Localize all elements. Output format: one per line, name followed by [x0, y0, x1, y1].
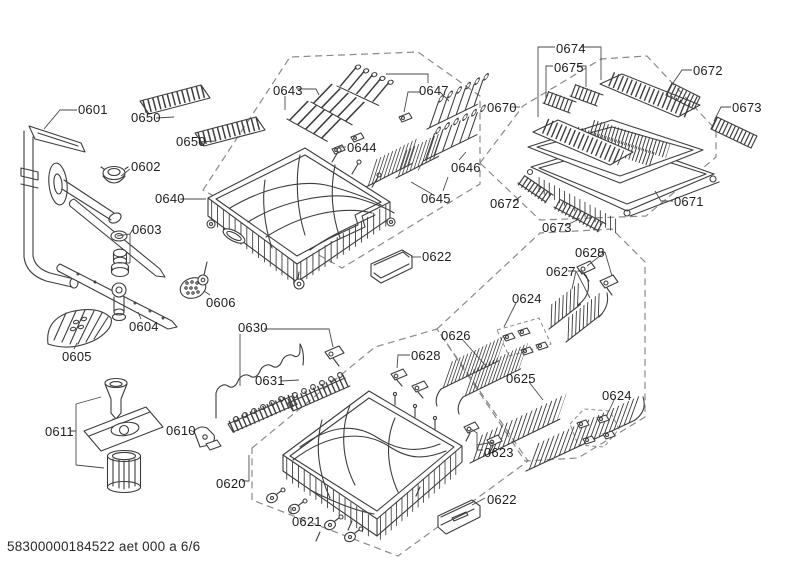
part-label-0645: 0645 — [421, 191, 451, 206]
part-0674-fold-shelves — [532, 72, 701, 166]
part-0620-lower-rack — [282, 390, 463, 542]
part-label-0628-left: 0628 — [411, 348, 441, 363]
part-label-0650-b: 0650 — [176, 134, 206, 149]
document-number: 58300000184522 aet 000 a 6/6 — [7, 539, 201, 554]
part-0675-small-racks — [542, 83, 604, 114]
part-0601-inlet-bracket — [20, 125, 86, 289]
part-label-0625: 0625 — [506, 371, 536, 386]
part-label-0604: 0604 — [129, 319, 159, 334]
clip-set-boundary-upper — [496, 317, 552, 357]
upper-rack-boundary — [202, 51, 481, 269]
cutlery-drawer-group — [517, 72, 758, 236]
part-0645-tine-rows — [365, 130, 446, 188]
part-0625-tine-rows — [469, 393, 645, 472]
leader-lines — [43, 46, 731, 514]
tine-group-boundary — [436, 228, 646, 462]
dashed-boundaries — [202, 51, 717, 557]
part-label-0606: 0606 — [206, 295, 236, 310]
part-0627-tine-rows — [548, 270, 609, 343]
part-0603-feed-tube-and-arm — [48, 162, 166, 278]
part-label-0672-left: 0672 — [490, 196, 520, 211]
part-label-0621: 0621 — [292, 514, 322, 529]
part-0672-strip-right — [665, 82, 701, 110]
part-label-0640: 0640 — [155, 191, 185, 206]
part-label-0603: 0603 — [132, 222, 162, 237]
part-label-0626: 0626 — [441, 328, 471, 343]
part-label-0673-right: 0673 — [732, 100, 762, 115]
clip-set-boundary-lower — [569, 408, 620, 448]
part-0650-strip-b — [194, 116, 266, 147]
lower-rack-boundary — [251, 328, 529, 557]
part-0640-upper-rack — [197, 147, 396, 290]
part-label-0611: 0611 — [45, 424, 74, 439]
part-0602-nozzle-cap — [100, 165, 129, 184]
part-label-0647: 0647 — [419, 83, 449, 98]
part-0673-strip-far-right — [710, 116, 758, 149]
upper-rack-group — [197, 64, 489, 290]
part-0643-tine-rows — [286, 83, 370, 142]
part-label-0605: 0605 — [62, 349, 92, 364]
part-label-0628-top: 0628 — [575, 245, 605, 260]
part-0623-clips — [463, 421, 503, 455]
part-0624-clip-set-lower — [576, 414, 616, 445]
part-label-0670: 0670 — [487, 100, 517, 115]
part-label-0650-a: 0650 — [131, 110, 161, 125]
part-0628-clips-left — [390, 368, 429, 399]
part-label-0673-bottom: 0673 — [542, 220, 572, 235]
part-0673-strip-bottom — [553, 198, 607, 234]
part-label-0627: 0627 — [546, 264, 576, 279]
part-0624-clip-set-upper — [502, 327, 549, 356]
part-label-0601: 0601 — [78, 102, 108, 117]
part-label-0624-lower: 0624 — [602, 388, 632, 403]
part-label-0624-upper: 0624 — [512, 291, 542, 306]
spray-arm-assembly — [20, 125, 222, 494]
part-0626-tine-rows — [435, 335, 528, 415]
part-label-0623: 0623 — [484, 445, 514, 460]
part-label-0674: 0674 — [556, 41, 586, 56]
part-label-0646: 0646 — [451, 160, 481, 175]
part-label-0622-mid: 0622 — [422, 249, 452, 264]
part-0630-wire — [215, 343, 345, 419]
part-label-0643: 0643 — [273, 83, 303, 98]
part-0631-insert-strips — [227, 372, 351, 433]
part-label-0620: 0620 — [216, 476, 246, 491]
part-0605-grid-plate — [47, 309, 112, 348]
part-0610-clamp — [193, 426, 222, 451]
part-label-0622-bottom: 0622 — [487, 492, 517, 507]
part-0611-filter-unit — [83, 377, 164, 494]
part-0650-strip-a — [139, 84, 211, 115]
part-0622-handle-bottom — [437, 499, 481, 535]
part-0628-clips-top — [576, 260, 619, 296]
part-label-0602: 0602 — [131, 159, 161, 174]
glide-strips-0650 — [139, 84, 266, 147]
part-0672-strip-left — [517, 175, 554, 204]
part-label-0610: 0610 — [166, 423, 196, 438]
part-label-0671: 0671 — [674, 194, 704, 209]
part-label-0675: 0675 — [554, 60, 584, 75]
part-label-0631: 0631 — [255, 373, 285, 388]
part-0622-handle-mid — [370, 249, 413, 284]
part-0647-tine-rows — [336, 64, 489, 130]
part-label-0672-top: 0672 — [693, 63, 723, 78]
part-label-0630: 0630 — [238, 320, 268, 335]
part-0604-spray-arm — [56, 263, 178, 330]
tine-clip-group — [390, 260, 645, 472]
part-label-0644: 0644 — [347, 140, 377, 155]
